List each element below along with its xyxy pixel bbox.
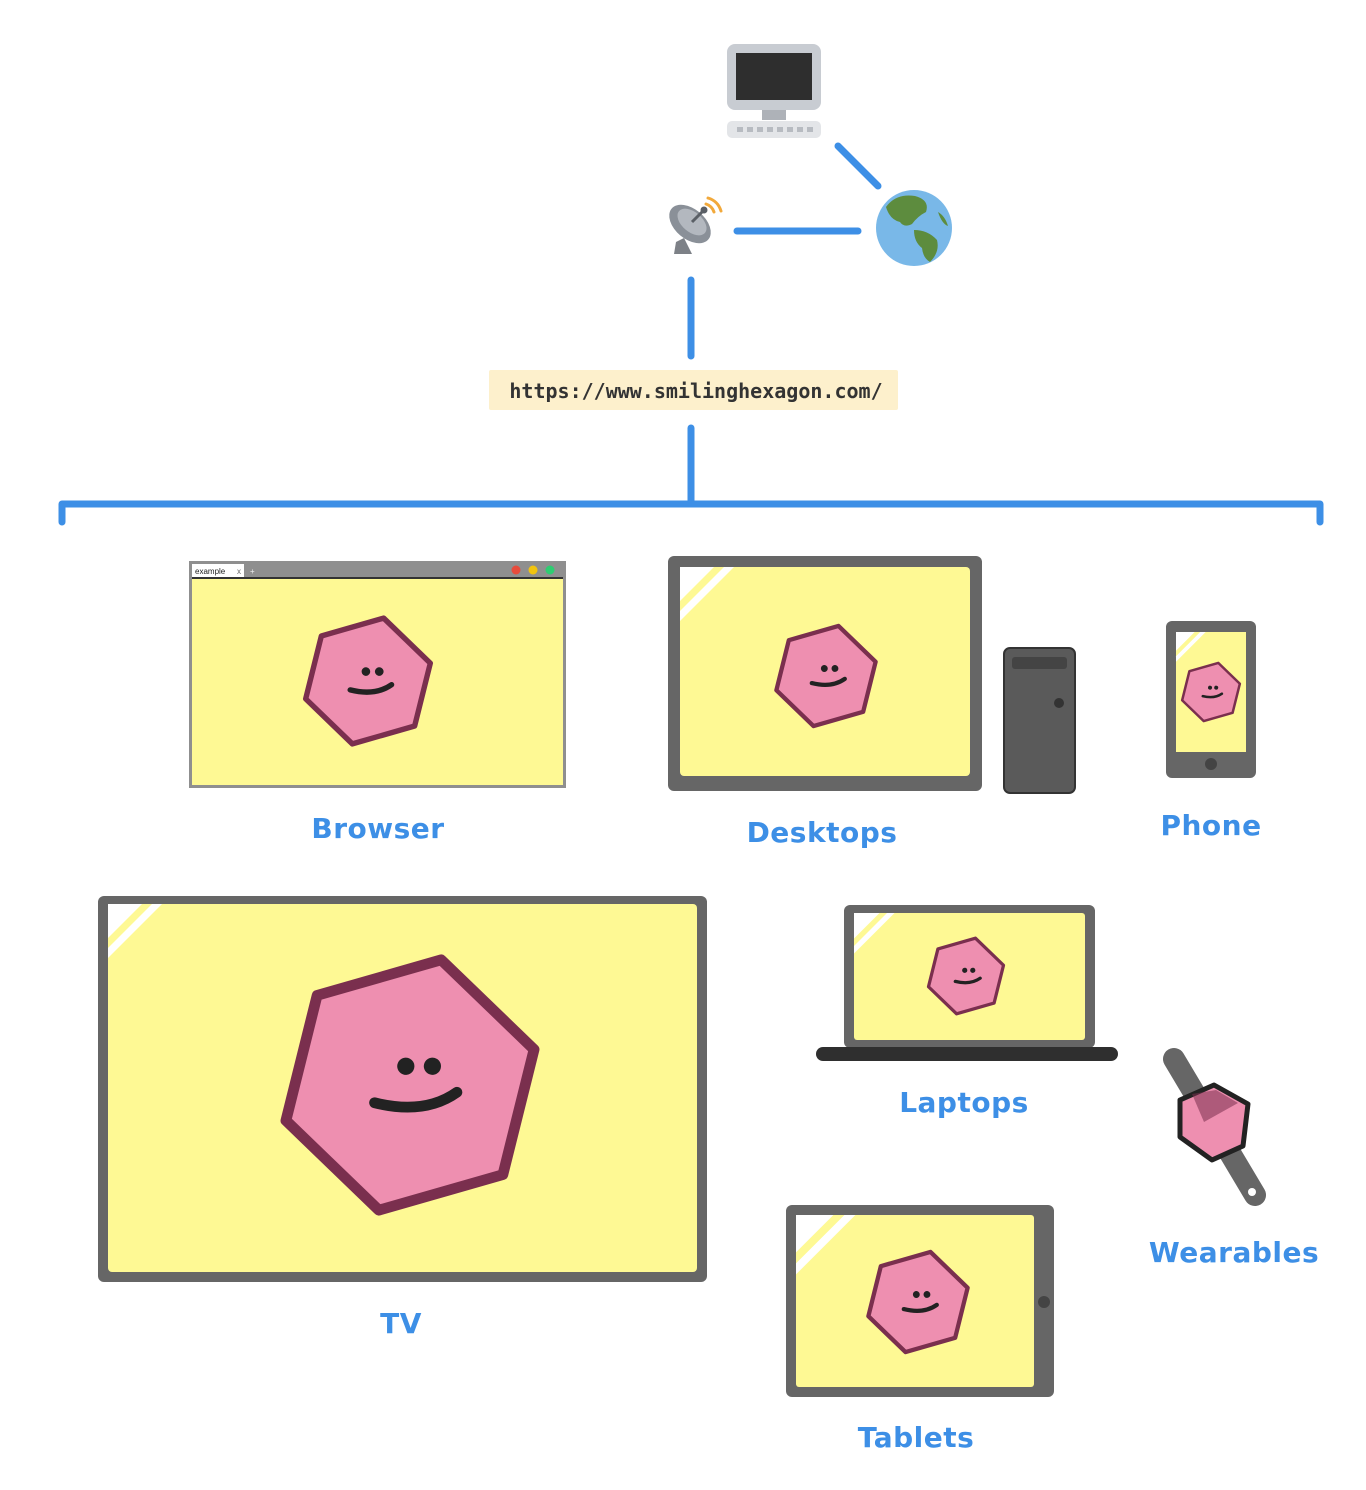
desktop-tower — [1003, 647, 1076, 794]
browser-device: example x + — [189, 561, 566, 788]
tablet-device — [786, 1205, 1054, 1397]
label-laptops: Laptops — [899, 1086, 1029, 1119]
smartwatch-device — [1163, 1048, 1266, 1206]
url-badge: https://www.smilinghexagon.com/ — [489, 370, 898, 410]
device-distribution-bus — [58, 500, 1324, 526]
window-minimize-icon[interactable] — [528, 565, 538, 575]
connector-server-globe — [834, 142, 882, 190]
browser-tab-title: example — [195, 567, 226, 576]
label-wearables: Wearables — [1149, 1236, 1319, 1269]
new-tab-icon[interactable]: + — [250, 567, 255, 576]
window-close-icon[interactable] — [511, 565, 521, 575]
tv-device — [98, 896, 707, 1282]
satellite-antenna-icon — [669, 196, 723, 254]
label-tv: TV — [380, 1307, 422, 1340]
label-browser: Browser — [311, 812, 444, 845]
laptop-device — [816, 905, 1118, 1061]
browser-tab-close-icon[interactable]: x — [237, 567, 241, 576]
label-tablets: Tablets — [858, 1421, 975, 1454]
phone-device — [1166, 621, 1256, 778]
desktop-device — [668, 556, 1076, 794]
label-phone: Phone — [1160, 809, 1261, 842]
url-text: https://www.smilinghexagon.com/ — [509, 379, 882, 403]
label-desktops: Desktops — [747, 816, 898, 849]
window-maximize-icon[interactable] — [545, 565, 555, 575]
desktop-computer-icon — [727, 44, 821, 138]
browser-tab[interactable] — [192, 564, 244, 577]
network-connections — [58, 142, 1324, 526]
globe-americas-icon — [876, 190, 952, 266]
